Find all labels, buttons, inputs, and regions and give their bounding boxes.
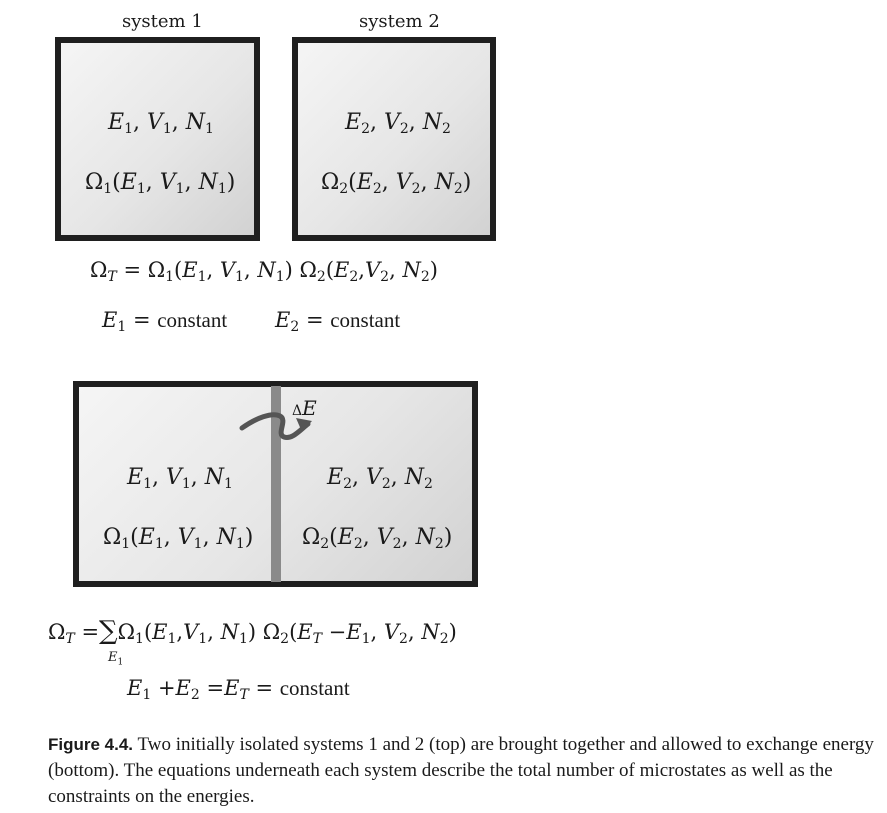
system1-label: system 1 <box>122 11 203 32</box>
top-total-equation: ΩT = Ω1(E1, V1, N1) Ω2(E2,V2, N2) <box>90 258 438 285</box>
left-subsystem-variables: E1, V1, N1 <box>127 465 233 492</box>
constraint-e1: E1 = constant <box>102 308 228 335</box>
constant-word-1: constant <box>157 308 228 332</box>
summation-index: E1 <box>108 650 124 668</box>
constraint-e2: E2 = constant <box>275 308 401 335</box>
energy-exchange-arrow <box>239 412 312 441</box>
bottom-constraint: E1 +E2 =ET = constant <box>127 676 350 703</box>
right-subsystem-variables: E2, V2, N2 <box>327 465 433 492</box>
bottom-total-equation: ΩT =∑Ω1(E1,V1, N1) Ω2(ET −E1, V2, N2) <box>48 616 457 647</box>
caption-text: Two initially isolated systems 1 and 2 (… <box>48 734 874 807</box>
delta-e-label: ΔE <box>292 396 317 420</box>
system2-label: system 2 <box>359 11 440 32</box>
summation-symbol: ∑ <box>99 616 118 646</box>
system2-box <box>292 37 496 241</box>
figure-caption: Figure 4.4. Two initially isolated syste… <box>48 732 880 810</box>
system2-variables: E2, V2, N2 <box>345 110 451 137</box>
right-subsystem-omega: Ω2(E2, V2, N2) <box>302 525 453 552</box>
system1-box <box>55 37 260 241</box>
diathermal-wall <box>271 386 281 582</box>
system2-omega: Ω2(E2, V2, N2) <box>321 170 472 197</box>
system1-omega: Ω1(E1, V1, N1) <box>85 170 236 197</box>
system1-variables: E1, V1, N1 <box>108 110 214 137</box>
constant-word-2: constant <box>330 308 401 332</box>
left-subsystem-omega: Ω1(E1, V1, N1) <box>103 525 254 552</box>
figure-label: Figure 4.4. <box>48 735 134 754</box>
constant-word-3: constant <box>279 676 350 700</box>
